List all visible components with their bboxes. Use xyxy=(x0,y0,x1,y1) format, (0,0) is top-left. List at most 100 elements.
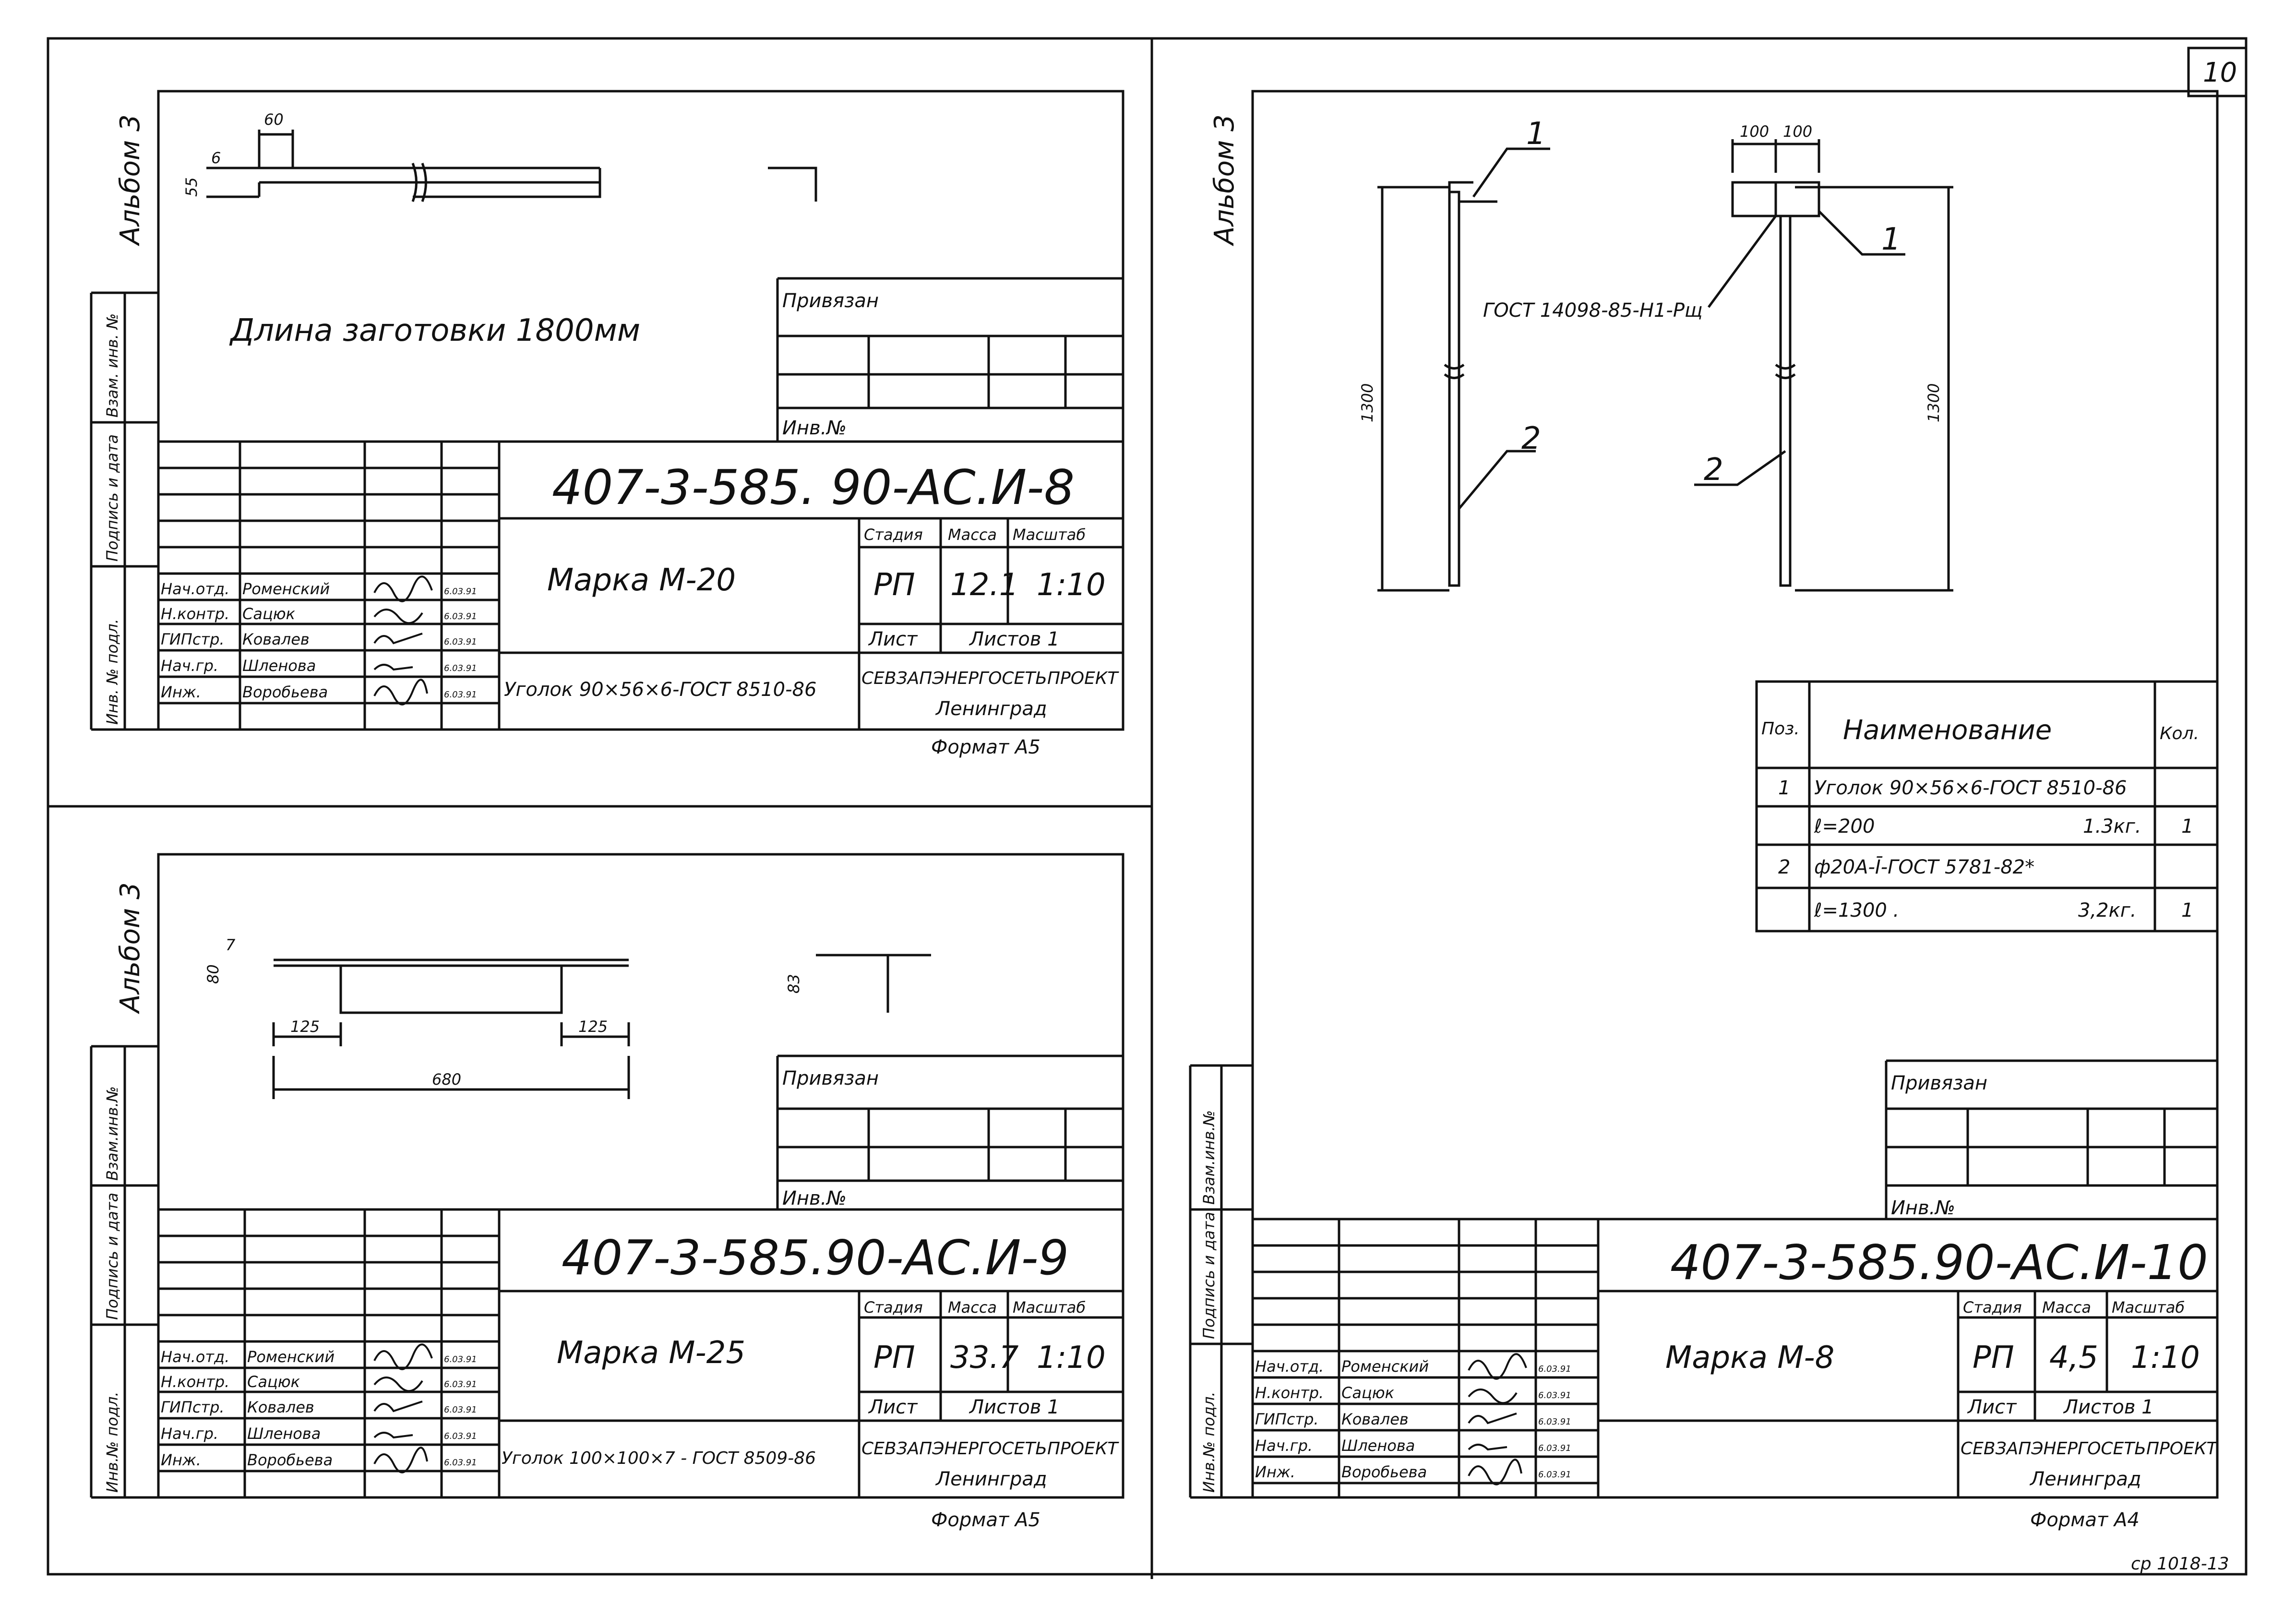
drawing-2-frame xyxy=(157,853,1124,1499)
spec-header-qty: Кол. xyxy=(2160,724,2199,743)
inv-label-1: Инв.№ xyxy=(782,417,847,439)
footer-note: ср 1018-13 xyxy=(2131,1554,2229,1574)
sidebar-inv-orig-2: Инв.№ подл. xyxy=(103,1391,121,1493)
leader-1-side: 1 xyxy=(1526,116,1546,152)
album-label-1: Альбом 3 xyxy=(115,114,146,246)
dim-1300-side: 1300 xyxy=(1358,383,1376,422)
staff-date: 6.03.91 xyxy=(1538,1364,1571,1374)
sidebar-inv-orig-3: Инв.№ подл. xyxy=(1200,1391,1218,1493)
staff-name: Ковалев xyxy=(247,1398,314,1416)
sidebar-inv-replace-2: Взам.инв.№ xyxy=(103,1086,121,1181)
spec-row-pos: 1 xyxy=(1778,777,1790,799)
staff-date: 6.03.91 xyxy=(1538,1417,1571,1427)
sidebar-inv-orig-1: Инв. № подл. xyxy=(103,619,121,725)
part-sketch-m25 xyxy=(272,954,931,1099)
mass-value-2: 33.7 xyxy=(950,1340,1019,1376)
dim-680: 680 xyxy=(432,1070,461,1089)
leader-2-front: 2 xyxy=(1704,452,1723,488)
spec-row-qty: 1 xyxy=(2181,899,2193,922)
staff-name: Ковалев xyxy=(242,630,310,648)
staff-date: 6.03.91 xyxy=(444,1405,477,1415)
signatures-2 xyxy=(373,1343,433,1473)
staff-role: Н.контр. xyxy=(1255,1384,1324,1402)
album-label-2: Альбом 3 xyxy=(115,882,146,1014)
sheets-header-3: Листов 1 xyxy=(2063,1396,2154,1418)
sheet-header-1: Лист xyxy=(868,628,918,650)
scale-header-3: Масштаб xyxy=(2112,1298,2185,1317)
material-2: Уголок 100×100×7 - ГОСТ 8509-86 xyxy=(502,1448,816,1468)
city-3: Ленинград xyxy=(2029,1468,2141,1490)
dim-100-b: 100 xyxy=(1783,122,1812,141)
format-1: Формат А5 xyxy=(931,736,1040,758)
staff-name: Шленова xyxy=(247,1424,321,1443)
anchor-sketch-front xyxy=(1694,139,1953,592)
spec-row-name: ℓ=200 xyxy=(1814,815,1875,838)
mass-value-3: 4,5 xyxy=(2049,1340,2098,1376)
dim-55: 55 xyxy=(182,177,201,197)
city-1: Ленинград xyxy=(935,698,1047,720)
mark-3: Марка М-8 xyxy=(1665,1340,1834,1376)
org-2: СЕВЗАПЭНЕРГОСЕТЬПРОЕКТ xyxy=(861,1439,1119,1459)
scale-value-3: 1:10 xyxy=(2131,1340,2200,1376)
scale-value-1: 1:10 xyxy=(1037,567,1106,603)
dim-125-left: 125 xyxy=(290,1017,320,1036)
scale-value-2: 1:10 xyxy=(1037,1340,1106,1376)
spec-row-name: Уголок 90×56×6-ГОСТ 8510-86 xyxy=(1814,777,2127,799)
scale-header-2: Масштаб xyxy=(1013,1298,1086,1317)
dim-125-right: 125 xyxy=(578,1017,608,1036)
staff-date: 6.03.91 xyxy=(444,1458,477,1468)
dim-1300-front: 1300 xyxy=(1925,383,1943,422)
stage-value-2: РП xyxy=(873,1340,915,1376)
drawing-1-frame xyxy=(157,90,1124,731)
binding-label-2: Привязан xyxy=(782,1067,879,1089)
staff-role: ГИПстр. xyxy=(1255,1410,1319,1428)
staff-role: Нач.отд. xyxy=(1255,1357,1324,1376)
spec-row-name: ф20А-Ī-ГОСТ 5781-82* xyxy=(1814,856,2034,878)
weld-gost: ГОСТ 14098-85-Н1-Рщ xyxy=(1483,299,1703,322)
mass-header-1: Масса xyxy=(948,526,997,544)
staff-name: Сацюк xyxy=(247,1373,300,1391)
staff-date: 6.03.91 xyxy=(444,587,477,597)
doc-code-2: 407-3-585.90-АС.И-9 xyxy=(562,1230,1069,1286)
staff-name: Роменский xyxy=(1341,1357,1429,1376)
staff-role: Нач.гр. xyxy=(161,657,218,675)
org-1: СЕВЗАПЭНЕРГОСЕТЬПРОЕКТ xyxy=(861,669,1119,688)
staff-date: 6.03.91 xyxy=(444,1354,477,1365)
leader-1-front: 1 xyxy=(1881,222,1901,257)
staff-date: 6.03.91 xyxy=(444,663,477,673)
inv-label-2: Инв.№ xyxy=(782,1187,847,1209)
inv-label-3: Инв.№ xyxy=(1891,1197,1955,1219)
staff-name: Шленова xyxy=(242,657,316,675)
staff-name: Сацюк xyxy=(1341,1384,1395,1402)
mark-1: Марка М-20 xyxy=(547,563,736,598)
format-2: Формат А5 xyxy=(931,1509,1040,1531)
spec-header-pos: Поз. xyxy=(1761,719,1800,739)
mass-header-3: Масса xyxy=(2042,1298,2091,1317)
sheets-header-2: Листов 1 xyxy=(969,1396,1060,1418)
material-1: Уголок 90×56×6-ГОСТ 8510-86 xyxy=(504,679,816,701)
sheets-header-1: Листов 1 xyxy=(969,628,1060,650)
blank-length: Длина заготовки 1800мм xyxy=(229,313,640,348)
dim-6: 6 xyxy=(211,149,221,167)
staff-table-1: Нач.отд. Роменский 6.03.91 Н.контр. Сацю… xyxy=(161,580,477,701)
staff-date: 6.03.91 xyxy=(1538,1470,1571,1480)
sidebar-sign-date-2: Подпись и дата xyxy=(103,1193,121,1320)
spec-row-pos: 2 xyxy=(1778,856,1790,878)
mark-2: Марка М-25 xyxy=(557,1335,745,1371)
signatures-3 xyxy=(1468,1353,1527,1485)
staff-date: 6.03.91 xyxy=(444,690,477,700)
staff-name: Воробьева xyxy=(247,1451,333,1469)
city-2: Ленинград xyxy=(935,1468,1047,1490)
dim-7: 7 xyxy=(226,936,236,954)
staff-role: Инж. xyxy=(161,1451,201,1469)
sheet-header-3: Лист xyxy=(1967,1396,2017,1418)
spec-row-mass: 3,2кг. xyxy=(2078,899,2137,922)
staff-role: Нач.гр. xyxy=(1255,1436,1313,1455)
staff-role: ГИПстр. xyxy=(161,1398,225,1416)
staff-date: 6.03.91 xyxy=(444,1431,477,1441)
doc-code-3: 407-3-585.90-АС.И-10 xyxy=(1670,1234,2208,1291)
leader-2-side: 2 xyxy=(1521,421,1541,456)
staff-role: Инж. xyxy=(1255,1463,1295,1481)
scale-header-1: Масштаб xyxy=(1013,526,1086,544)
